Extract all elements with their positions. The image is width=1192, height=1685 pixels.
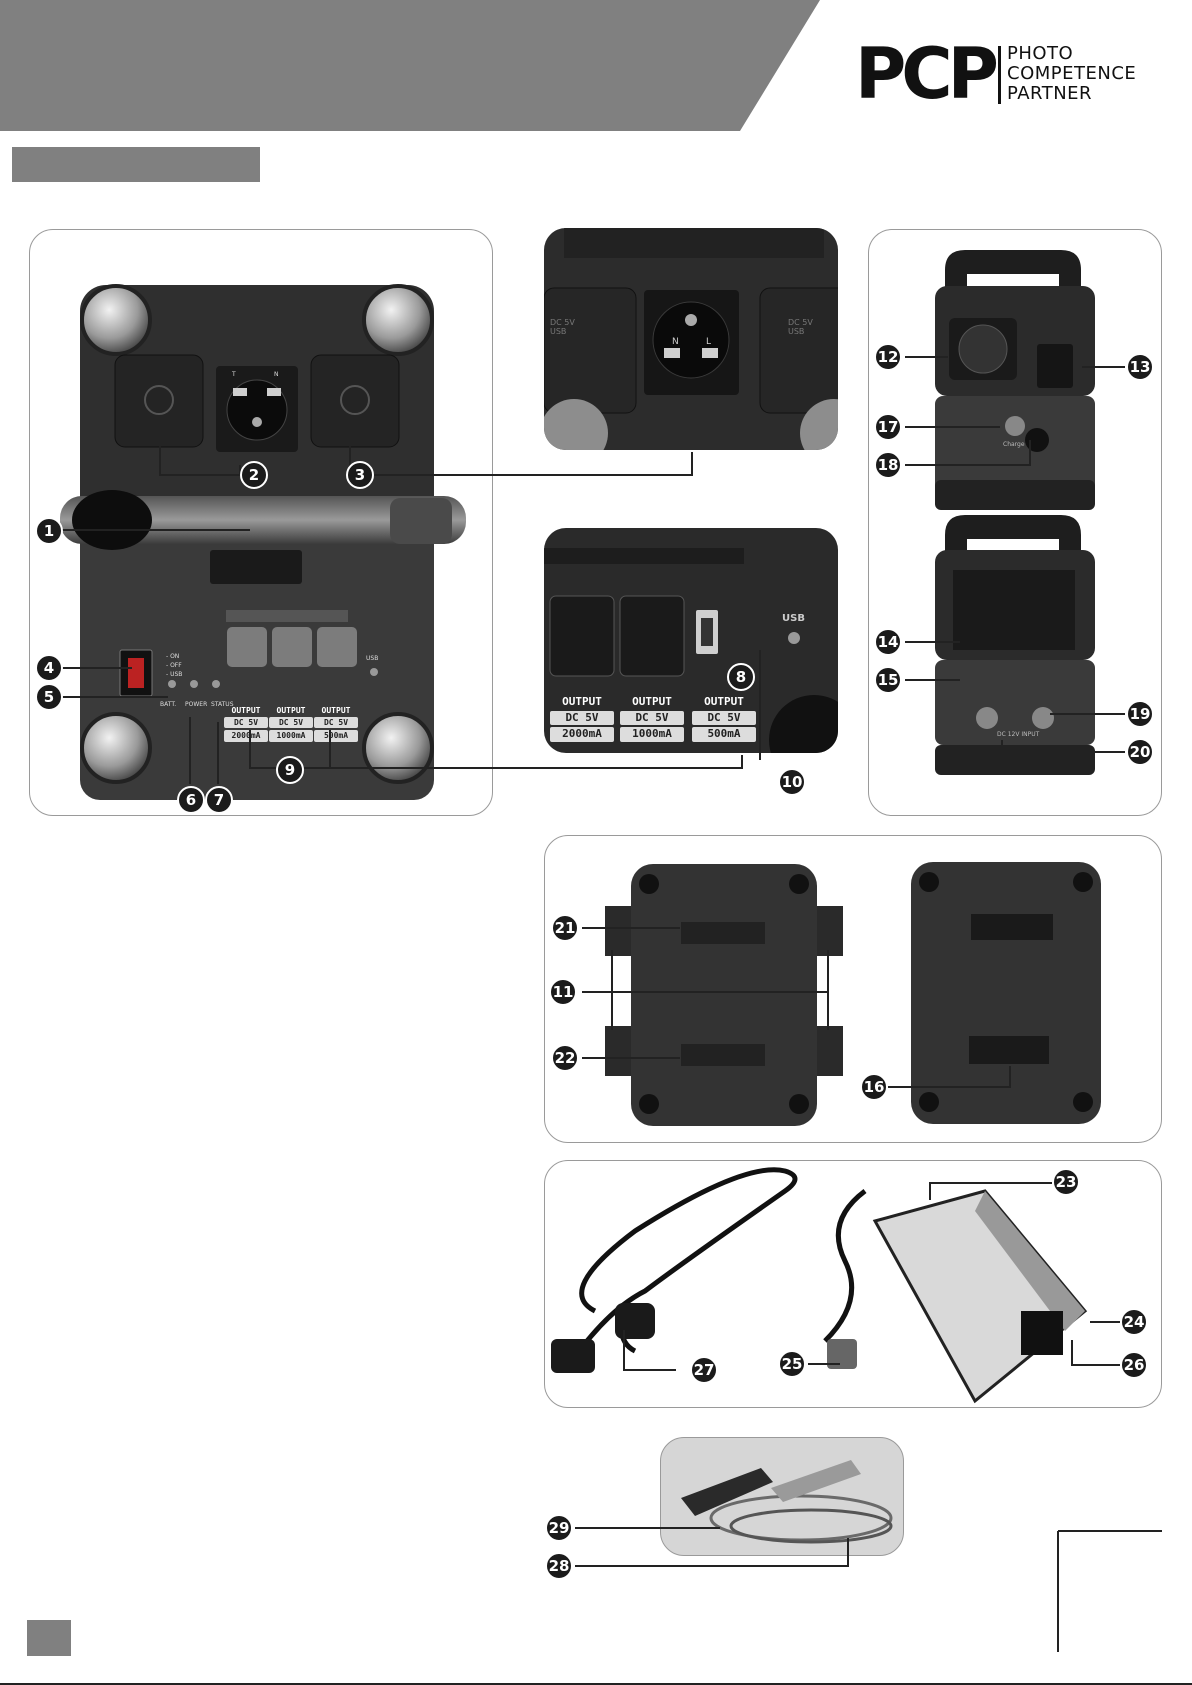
callout-9: 9: [276, 756, 304, 784]
panel-top-view: - ON - OFF - USB BATT. POWER STATUS USB …: [29, 229, 493, 816]
callout-24: 24: [1120, 1308, 1148, 1336]
callout-28: 28: [545, 1552, 573, 1580]
switch-label-off: - OFF: [166, 662, 182, 669]
callout-23: 23: [1052, 1168, 1080, 1196]
callout-2: 2: [240, 461, 268, 489]
dc-input-label: DC 12V INPUT: [997, 731, 1040, 738]
indicator-label-batt: BATT.: [160, 701, 177, 708]
zoom-usb-text: USB: [782, 613, 805, 624]
zoom-output-label-2: OUTPUT DC 5V 1000mA: [620, 695, 684, 742]
callout-7: 7: [205, 786, 233, 814]
header-band: [0, 0, 820, 131]
callout-19: 19: [1126, 700, 1154, 728]
zoom-usb-photo: USB OUTPUT DC 5V 2000mA OUTPUT DC 5V 100…: [544, 528, 838, 753]
logo-line-2: COMPETENCE: [1007, 63, 1137, 84]
charger-cables-drawing: [551, 1167, 1088, 1404]
zoom-socket-photo: DC 5V USB DC 5V USB N L: [544, 228, 838, 450]
zoom-output-label-1: OUTPUT DC 5V 2000mA: [550, 695, 614, 742]
socket-letter-n: N: [274, 371, 279, 378]
zoom-cover-text-right: DC 5V USB: [788, 318, 813, 336]
panel-side-views: Charge DC 12V INPUT: [868, 229, 1162, 816]
footer-rule: [0, 1683, 1192, 1685]
callout-20: 20: [1126, 738, 1154, 766]
indicator-label-status: STATUS: [211, 701, 234, 708]
switch-labels: - ON - OFF - USB: [166, 652, 182, 679]
top-output-label-3: OUTPUT DC 5V 500mA: [314, 706, 358, 742]
zoom-output-label-3: OUTPUT DC 5V 500mA: [692, 695, 756, 742]
callout-17: 17: [874, 413, 902, 441]
zoom-socket-letter-l: L: [706, 337, 712, 347]
callout-1: 1: [35, 517, 63, 545]
callout-25: 25: [778, 1350, 806, 1378]
zoom-usb-drawing: [544, 548, 838, 753]
callout-16: 16: [860, 1073, 888, 1101]
callout-18: 18: [874, 451, 902, 479]
panel-clamps: [660, 1437, 904, 1556]
logo-words: PHOTO COMPETENCE PARTNER: [1007, 44, 1136, 104]
callout-13: 13: [1126, 353, 1154, 381]
switch-label-usb: - USB: [166, 671, 183, 678]
switch-label-on: - ON: [166, 653, 180, 660]
clamps-drawing: [681, 1460, 893, 1544]
usb-text: USB: [366, 655, 379, 662]
top-output-label-1: OUTPUT DC 5V 2000mA: [224, 706, 268, 742]
callout-5: 5: [35, 683, 63, 711]
logo-divider: [998, 46, 1001, 104]
zoom-cover-text-left: DC 5V USB: [550, 318, 575, 336]
callout-29: 29: [545, 1514, 573, 1542]
logo-line-3: PARTNER: [1007, 83, 1093, 104]
socket-letter-t: T: [232, 371, 236, 378]
logo-mark: PCP: [855, 33, 999, 115]
zoom-socket-drawing: [544, 228, 838, 450]
callout-8: 8: [727, 663, 755, 691]
callout-10: 10: [778, 768, 806, 796]
panel-bottom-views: [544, 835, 1162, 1143]
section-tab: [12, 147, 260, 182]
callout-21: 21: [551, 914, 579, 942]
panel-charger-cables: [544, 1160, 1162, 1408]
bottom-views-drawing: [605, 862, 1101, 1126]
callout-12: 12: [874, 343, 902, 371]
logo-line-1: PHOTO: [1007, 43, 1074, 64]
brand-logo: PCP PHOTO COMPETENCE PARTNER: [855, 34, 1155, 114]
callout-15: 15: [874, 666, 902, 694]
callout-3: 3: [346, 461, 374, 489]
callout-27: 27: [690, 1356, 718, 1384]
side-views-drawing: [935, 250, 1095, 775]
callout-22: 22: [551, 1044, 579, 1072]
callout-6: 6: [177, 786, 205, 814]
callout-11: 11: [549, 978, 577, 1006]
zoom-socket-letter-n: N: [672, 337, 679, 347]
callout-26: 26: [1120, 1351, 1148, 1379]
page-number-box: [27, 1620, 71, 1656]
charge-label: Charge: [1003, 441, 1025, 448]
callout-4: 4: [35, 654, 63, 682]
indicator-label-power: POWER: [185, 701, 208, 708]
callout-14: 14: [874, 628, 902, 656]
top-output-label-2: OUTPUT DC 5V 1000mA: [269, 706, 313, 742]
